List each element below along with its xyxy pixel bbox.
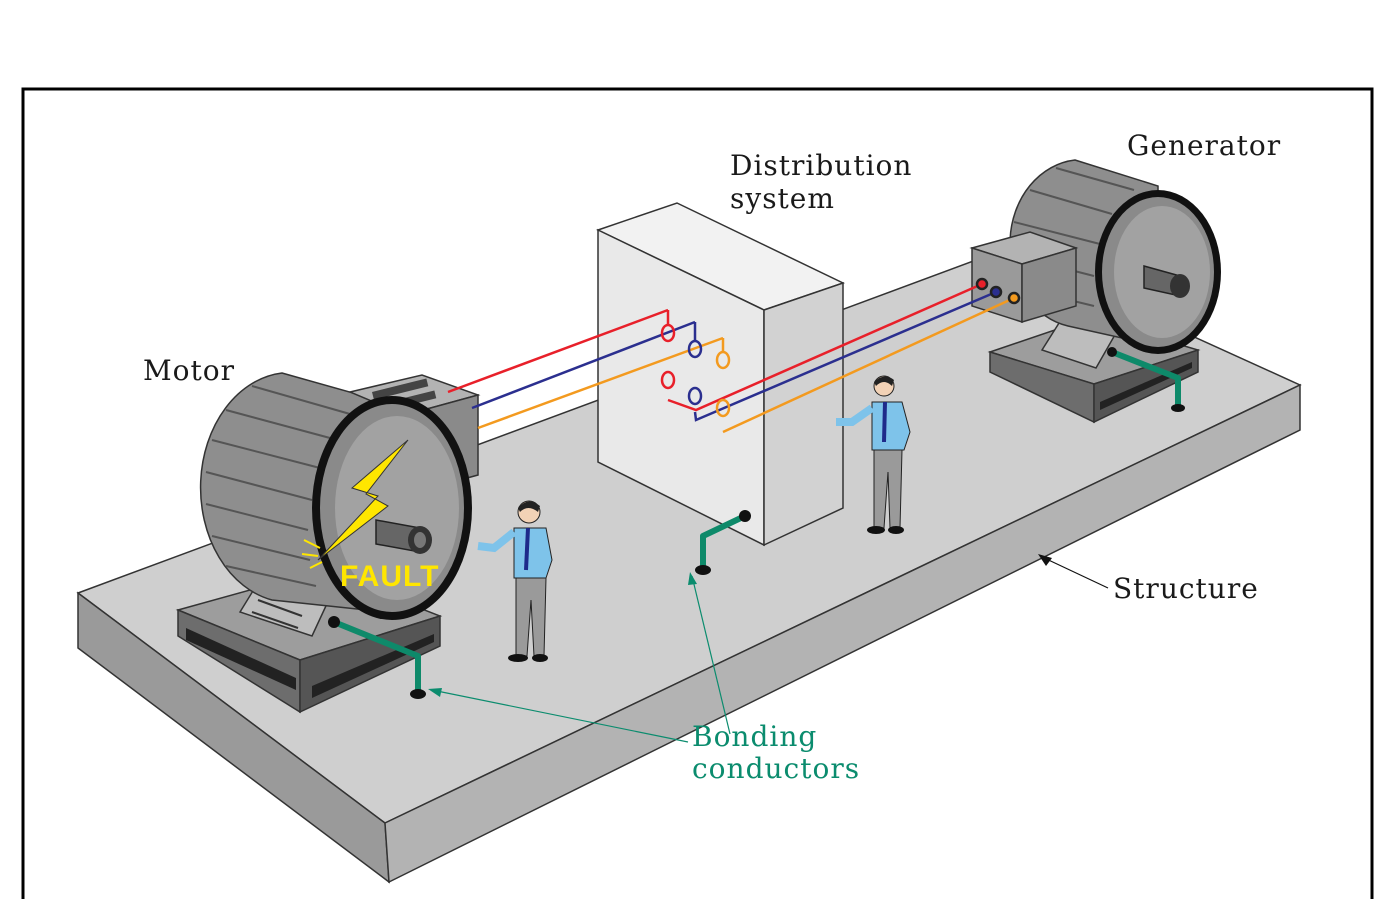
phase-b-conductor — [471, 320, 696, 410]
bonding-label-line1: Bonding — [692, 720, 817, 753]
phase-c-conductor — [477, 336, 724, 430]
motor-label: Motor — [143, 354, 235, 387]
generator — [969, 159, 1221, 424]
fault-indicator: FAULT — [301, 439, 439, 593]
generator-label: Generator — [1127, 129, 1281, 162]
distribution-label-line1: Distribution — [730, 149, 912, 182]
motor-bonding-conductor — [332, 619, 421, 692]
bonding-label-line2: conductors — [692, 752, 860, 785]
generator-bonding-conductor — [1110, 349, 1181, 406]
person-near-motor — [477, 500, 553, 662]
distribution-bonding-conductor — [700, 513, 747, 568]
phase-conductors — [447, 277, 1021, 434]
phase-a-conductor — [447, 308, 669, 394]
leader-lines — [428, 554, 1109, 743]
distribution-label-line2: system — [730, 182, 835, 215]
structure-slab — [76, 249, 1302, 884]
distribution-system-box — [596, 202, 845, 547]
bonding-conductors — [332, 349, 1181, 692]
person-near-distribution — [836, 375, 911, 534]
figure-frame — [21, 87, 1374, 899]
fault-label: FAULT — [340, 560, 439, 593]
structure-label: Structure — [1113, 572, 1259, 605]
lightning-bolt-icon — [317, 439, 409, 561]
